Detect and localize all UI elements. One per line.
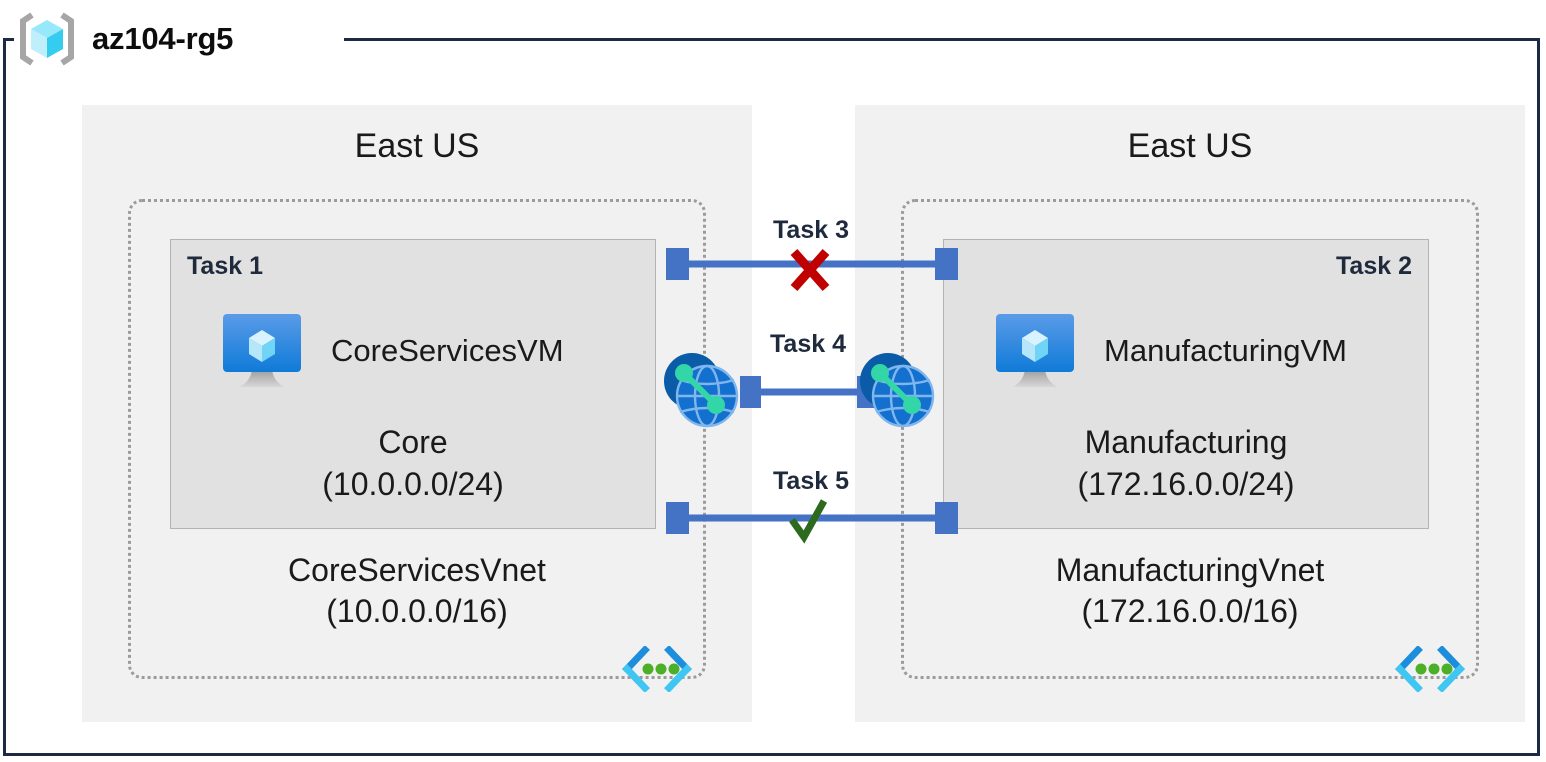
subnet-range-manufacturing: (172.16.0.0/24) <box>1077 465 1295 502</box>
vnet-brackets-icon-left <box>621 645 693 693</box>
vm-name-manufacturingvm: ManufacturingVM <box>1104 333 1347 368</box>
subnet-range-core: (10.0.0.0/24) <box>322 465 504 502</box>
vm-row-manufacturing: ManufacturingVM <box>944 308 1428 394</box>
subnet-label-core: Core (10.0.0.0/24) <box>171 422 655 505</box>
region-label-right: East US <box>1127 127 1253 165</box>
check-mark-icon-task5 <box>784 494 832 549</box>
vnet-box-left: Task 1 <box>128 199 706 693</box>
x-mark-icon-task3 <box>786 248 834 297</box>
region-panel-left: East US Task 1 <box>82 105 752 722</box>
vm-row-core: CoreServicesVM <box>171 308 655 394</box>
region-label-left: East US <box>354 127 480 165</box>
vnet-peering-icon-right <box>855 350 939 428</box>
resource-group-frame <box>3 38 1540 756</box>
vnet-label-manufacturing: ManufacturingVnet (172.16.0.0/16) <box>904 550 1476 632</box>
subnet-box-manufacturing: Task 2 <box>943 239 1429 529</box>
virtual-machine-icon <box>992 308 1082 394</box>
vnet-name-coreservices: CoreServicesVnet <box>288 552 546 588</box>
vnet-brackets-icon-right <box>1394 645 1466 693</box>
vm-name-coreservicesvm: CoreServicesVM <box>331 333 564 368</box>
vnet-box-right: Task 2 <box>901 199 1479 693</box>
vnet-range-manufacturing: (172.16.0.0/16) <box>1081 592 1299 629</box>
vnet-label-coreservices: CoreServicesVnet (10.0.0.0/16) <box>131 550 703 632</box>
vnet-range-coreservices: (10.0.0.0/16) <box>326 592 508 629</box>
region-panel-right: East US Task 2 <box>855 105 1525 722</box>
subnet-name-manufacturing: Manufacturing <box>1084 424 1288 460</box>
subnet-label-manufacturing: Manufacturing (172.16.0.0/24) <box>944 422 1428 505</box>
connection-label-task5: Task 5 <box>773 467 849 495</box>
task-tag-task2: Task 2 <box>1336 252 1412 280</box>
connection-label-task3: Task 3 <box>773 216 849 244</box>
virtual-machine-icon <box>219 308 309 394</box>
task-tag-task1: Task 1 <box>187 252 263 280</box>
subnet-name-core: Core <box>378 424 448 460</box>
connection-label-task4: Task 4 <box>770 330 846 358</box>
resource-group-cube-icon <box>14 11 80 67</box>
resource-group-name: az104-rg5 <box>92 21 234 56</box>
resource-group-header: az104-rg5 <box>14 8 233 70</box>
vnet-name-manufacturing: ManufacturingVnet <box>1055 552 1325 588</box>
vnet-peering-icon-left <box>659 350 743 428</box>
subnet-box-core: Task 1 <box>170 239 656 529</box>
connection-arrow-task4 <box>698 360 920 424</box>
